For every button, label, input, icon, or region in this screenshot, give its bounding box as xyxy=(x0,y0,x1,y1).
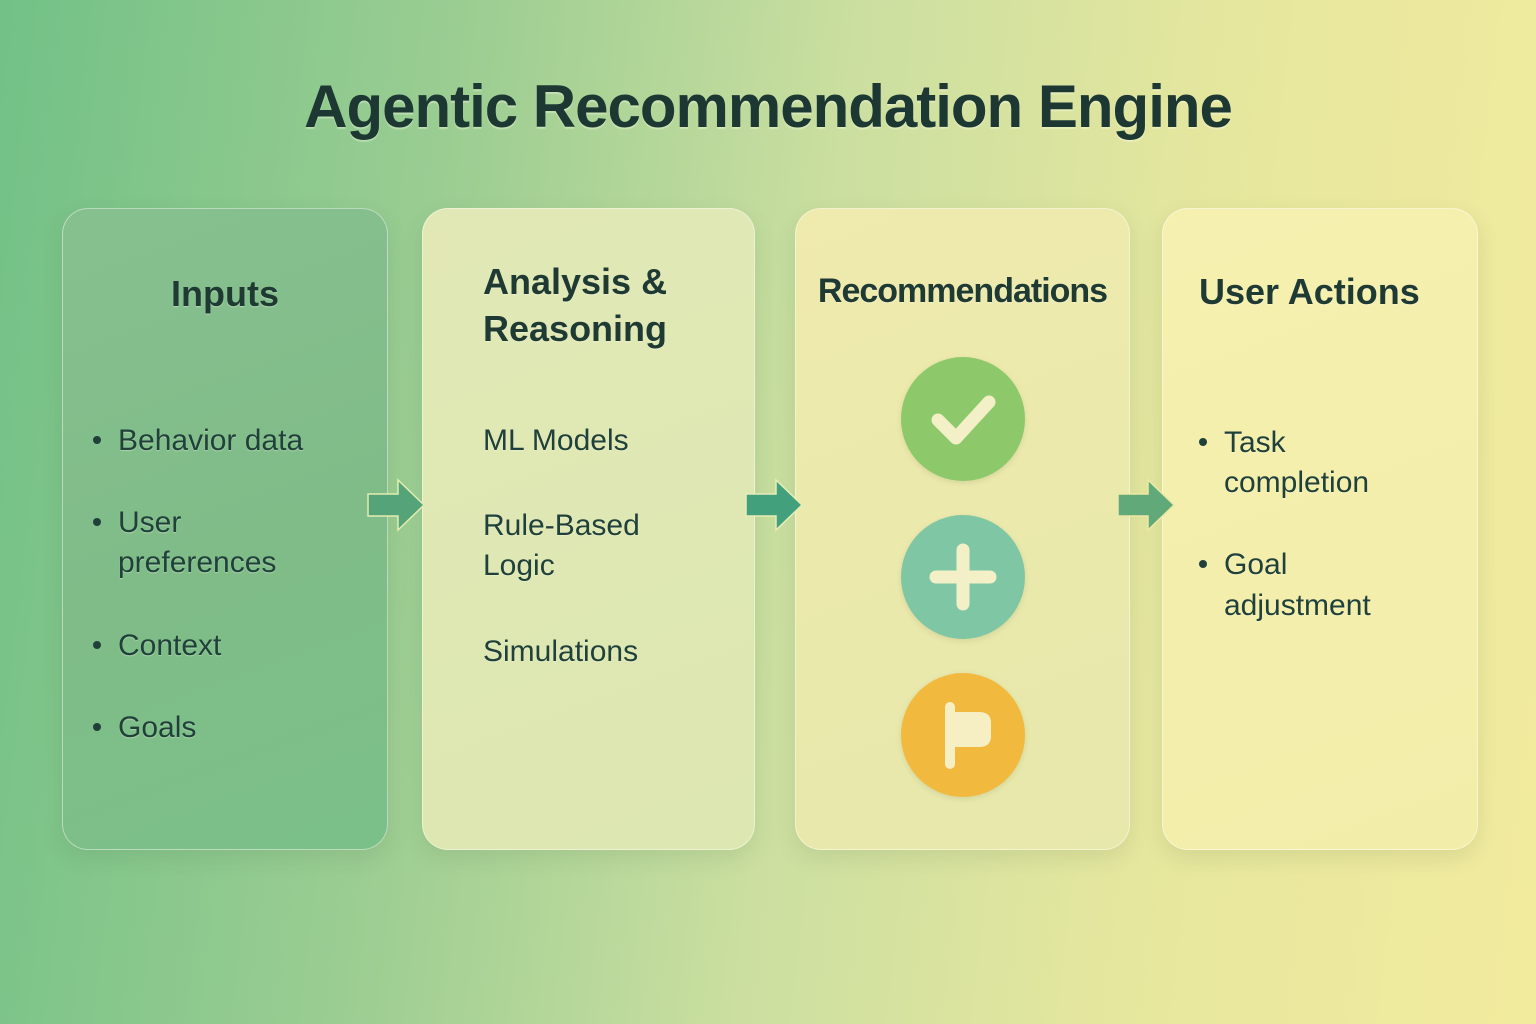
list-item: Simulations xyxy=(483,632,754,672)
list-item-label: User preferences xyxy=(118,506,277,580)
list-item-label: Simulations xyxy=(483,634,639,668)
column-recommendations-heading: Recommendations xyxy=(817,272,1108,310)
column-analysis-heading: Analysis & Reasoning xyxy=(483,261,668,349)
column-user-actions: User Actions Task completion Goal adjust… xyxy=(1162,208,1478,850)
list-item-label: ML Models xyxy=(483,424,629,457)
bullet-dot xyxy=(93,518,101,527)
list-item-label: Rule-Based Logic xyxy=(483,509,640,583)
check-icon xyxy=(900,357,1025,481)
column-inputs: Inputs Behavior data User preferences Co… xyxy=(62,208,388,850)
column-user-actions-heading: User Actions xyxy=(1199,271,1420,312)
right-arrow-icon xyxy=(745,478,803,532)
bullet-dot xyxy=(1199,560,1207,569)
list-item-label: Context xyxy=(118,628,222,662)
recommendation-icons xyxy=(796,357,1129,797)
right-arrow-icon xyxy=(367,478,425,532)
list-item-label: Goals xyxy=(118,710,197,744)
list-item: Rule-Based Logic xyxy=(483,506,754,586)
list-item-label: Behavior data xyxy=(118,424,304,457)
column-analysis-body: ML Models Rule-Based Logic Simulations xyxy=(423,421,754,717)
column-user-actions-body: Task completion Goal adjustment xyxy=(1163,423,1477,668)
bullet-dot xyxy=(1199,438,1207,446)
right-arrow-icon xyxy=(1117,478,1175,532)
list-item: User preferences xyxy=(93,503,387,583)
list-item: Behavior data xyxy=(93,421,387,461)
list-item: Task completion xyxy=(1199,423,1477,503)
list-item: ML Models xyxy=(483,421,754,461)
bullet-dot xyxy=(93,722,101,731)
list-item: Context xyxy=(93,626,387,666)
bullet-dot xyxy=(93,436,101,444)
list-item: Goals xyxy=(93,708,387,748)
flag-icon xyxy=(900,673,1025,797)
plus-icon xyxy=(900,515,1025,639)
list-item: Goal adjustment xyxy=(1199,545,1477,625)
column-recommendations: Recommendations xyxy=(795,208,1130,850)
diagram-title: Agentic Recommendation Engine xyxy=(304,73,1233,140)
column-analysis-reasoning: Analysis & Reasoning ML Models Rule-Base… xyxy=(422,208,755,850)
list-item-label: Task completion xyxy=(1224,426,1370,500)
column-inputs-heading: Inputs xyxy=(171,273,279,314)
bullet-dot xyxy=(93,640,101,649)
list-item-label: Goal adjustment xyxy=(1224,548,1371,622)
column-inputs-body: Behavior data User preferences Context G… xyxy=(63,421,387,790)
